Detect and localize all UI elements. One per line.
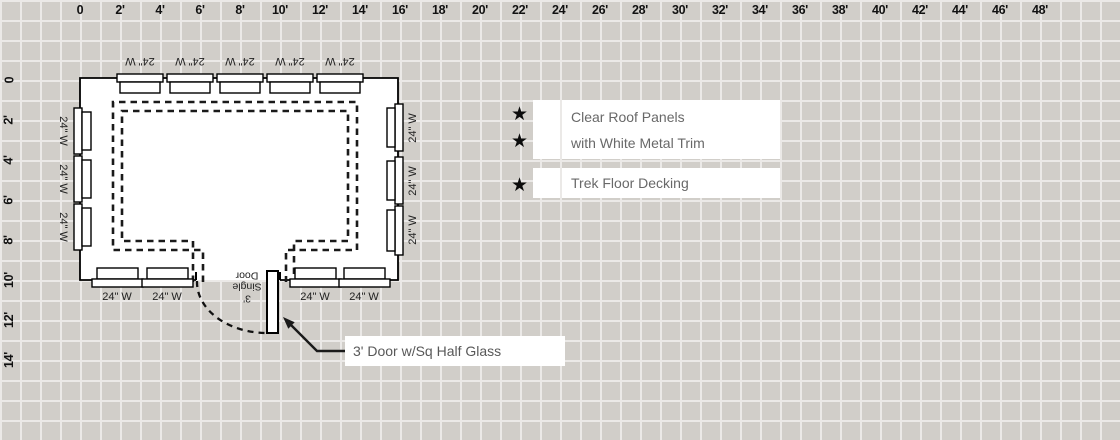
- ruler-top-label: 40': [872, 3, 888, 17]
- door-callout[interactable]: 3' Door w/Sq Half Glass: [345, 336, 565, 366]
- window-label: 24" W: [57, 212, 69, 242]
- ruler-top-label: 28': [632, 3, 648, 17]
- ruler-top-label: 24': [552, 3, 568, 17]
- window-label: 24" W: [407, 113, 419, 143]
- window-bottom-2[interactable]: 24" W: [141, 267, 194, 303]
- window-label: 24" W: [407, 166, 419, 196]
- door-size-label: 3' Single Door: [226, 269, 268, 305]
- window-label: 24" W: [325, 55, 355, 67]
- legend-swatch-box[interactable]: [533, 100, 560, 159]
- ruler-top-label: 2': [115, 3, 125, 17]
- callout-arrowhead: [283, 317, 295, 329]
- ruler-top-label: 46': [992, 3, 1008, 17]
- legend-line: Trek Floor Decking: [571, 175, 689, 191]
- ruler-top-label: 36': [792, 3, 808, 17]
- window-label: 24" W: [125, 55, 155, 67]
- window-label: 24" W: [225, 55, 255, 67]
- ruler-top-label: 34': [752, 3, 768, 17]
- door-callout-label: 3' Door w/Sq Half Glass: [353, 343, 502, 359]
- door-label-line: 3': [243, 292, 251, 305]
- ruler-top-label: 22': [512, 3, 528, 17]
- window-bottom-1[interactable]: 24" W: [91, 267, 144, 303]
- ruler-top-label: 4': [155, 3, 165, 17]
- window-top-5[interactable]: 24" W: [316, 55, 364, 94]
- window-bottom-4[interactable]: 24" W: [338, 267, 391, 303]
- door-label-line: Single: [232, 281, 262, 293]
- window-top-3[interactable]: 24" W: [216, 55, 264, 94]
- ruler-top-label: 38': [832, 3, 848, 17]
- door-leaf[interactable]: [266, 270, 279, 334]
- star-icon: ★: [511, 175, 529, 196]
- roof-outline-outer: [111, 100, 359, 282]
- window-label: 24" W: [57, 164, 69, 194]
- legend-text-box[interactable]: Clear Roof Panels with White Metal Trim: [562, 100, 780, 159]
- door-label-line: Door: [235, 269, 259, 282]
- star-icon: ★: [511, 104, 529, 125]
- window-left-1[interactable]: 24" W: [57, 107, 92, 155]
- star-icon: ★: [511, 131, 529, 152]
- window-top-1[interactable]: 24" W: [116, 55, 164, 94]
- window-left-2[interactable]: 24" W: [57, 155, 92, 203]
- window-label: 24" W: [57, 116, 69, 146]
- ruler-top-label: 32': [712, 3, 728, 17]
- window-label: 24" W: [300, 291, 330, 303]
- ruler-top-label: 20': [472, 3, 488, 17]
- ruler-top-label: 10': [272, 3, 288, 17]
- ruler-top-label: 12': [312, 3, 328, 17]
- ruler-top-label: 0: [76, 3, 84, 17]
- window-right-2[interactable]: 24" W: [386, 156, 419, 205]
- door-swing-arc: [195, 280, 268, 335]
- ruler-top-label: 48': [1032, 3, 1048, 17]
- window-label: 24" W: [275, 55, 305, 67]
- legend-swatch-box[interactable]: [533, 168, 560, 198]
- ruler-top-label: 44': [952, 3, 968, 17]
- callout-arrow-line: [288, 322, 345, 353]
- window-top-2[interactable]: 24" W: [166, 55, 214, 94]
- ruler-top-label: 8': [235, 3, 245, 17]
- legend-line: with White Metal Trim: [571, 135, 705, 151]
- window-right-1[interactable]: 24" W: [386, 103, 419, 152]
- ruler-top-label: 6': [195, 3, 205, 17]
- window-label: 24" W: [102, 291, 132, 303]
- ruler-top-label: 18': [432, 3, 448, 17]
- ruler-top-label: 16': [392, 3, 408, 17]
- ruler-top-label: 26': [592, 3, 608, 17]
- window-label: 24" W: [175, 55, 205, 67]
- legend-text-box[interactable]: Trek Floor Decking: [562, 168, 780, 198]
- window-label: 24" W: [152, 291, 182, 303]
- window-bottom-3[interactable]: 24" W: [289, 267, 342, 303]
- window-left-3[interactable]: 24" W: [57, 203, 92, 251]
- window-label: 24" W: [349, 291, 379, 303]
- window-right-3[interactable]: 24" W: [386, 205, 419, 256]
- legend-line: Clear Roof Panels: [571, 109, 685, 125]
- ruler-top-label: 30': [672, 3, 688, 17]
- ruler-top-label: 14': [352, 3, 368, 17]
- window-top-4[interactable]: 24" W: [266, 55, 314, 94]
- ruler-top-label: 42': [912, 3, 928, 17]
- window-label: 24" W: [407, 215, 419, 245]
